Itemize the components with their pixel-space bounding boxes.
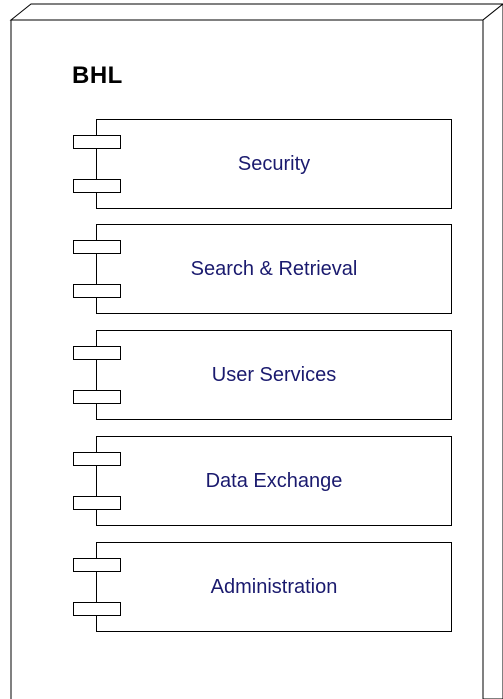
- component-port-icon: [73, 496, 121, 510]
- component-port-icon: [73, 284, 121, 298]
- component-port-icon: [73, 179, 121, 193]
- component-administration[interactable]: Administration: [73, 542, 452, 632]
- component-label: Data Exchange: [205, 469, 343, 492]
- component-port-icon: [73, 135, 121, 149]
- component-search-retrieval[interactable]: Search & Retrieval: [73, 224, 452, 314]
- component-port-icon: [73, 346, 121, 360]
- component-label: User Services: [211, 363, 337, 386]
- component-label: Search & Retrieval: [190, 257, 358, 280]
- component-port-icon: [73, 240, 121, 254]
- component-user-services[interactable]: User Services: [73, 330, 452, 420]
- component-port-icon: [73, 602, 121, 616]
- component-label: Security: [237, 152, 311, 175]
- component-data-exchange[interactable]: Data Exchange: [73, 436, 452, 526]
- node-right-face: [482, 3, 503, 699]
- component-security[interactable]: Security: [73, 119, 452, 209]
- component-port-icon: [73, 390, 121, 404]
- component-port-icon: [73, 558, 121, 572]
- component-label: Administration: [210, 575, 338, 598]
- node-top-face: [9, 3, 503, 21]
- component-port-icon: [73, 452, 121, 466]
- node-title: BHL: [72, 62, 123, 89]
